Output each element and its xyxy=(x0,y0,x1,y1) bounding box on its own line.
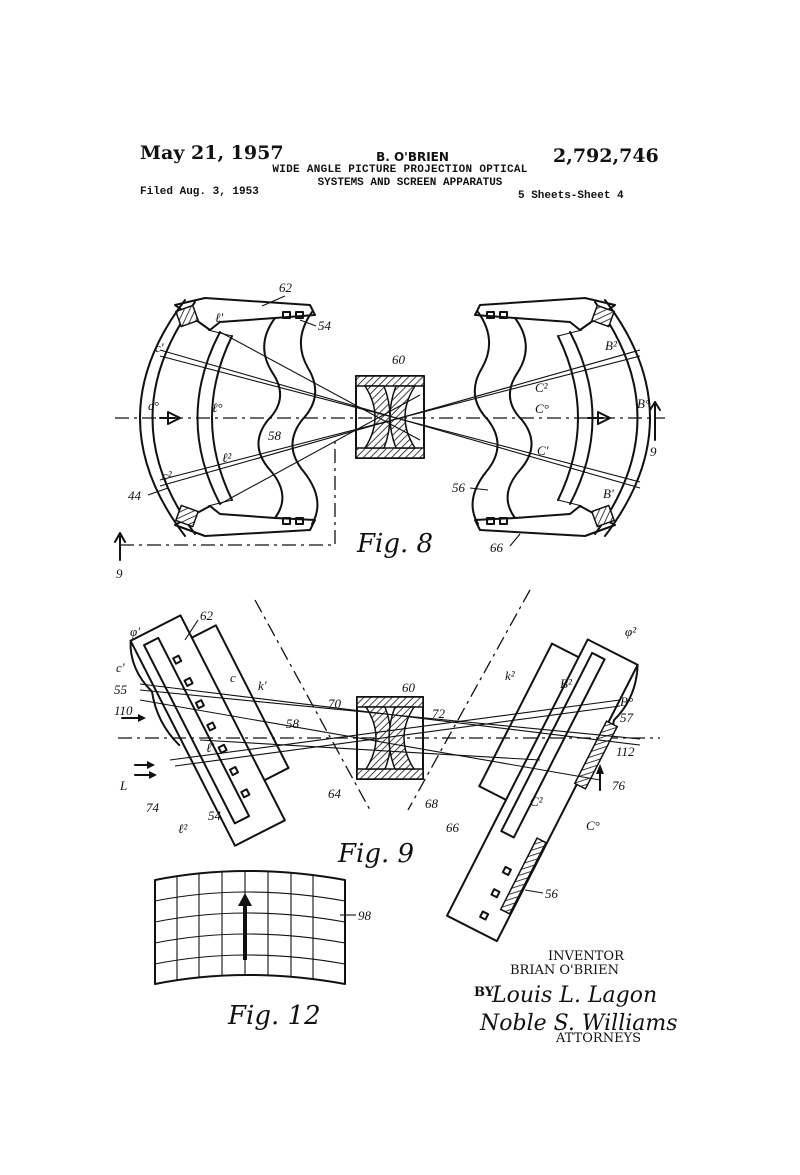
label-70: 70 xyxy=(328,696,342,711)
label-phi2: φ² xyxy=(625,624,637,639)
label-c-fig9: c xyxy=(230,670,236,685)
film-strip-right xyxy=(446,638,639,943)
label-72: 72 xyxy=(432,706,446,721)
label-c2: c² xyxy=(162,468,173,483)
label-62-fig9: 62 xyxy=(200,608,214,623)
label-56: 56 xyxy=(452,480,466,495)
label-60: 60 xyxy=(392,352,406,367)
label-98: 98 xyxy=(358,908,372,923)
label-B2: B² xyxy=(605,338,618,353)
film-edge-left-b xyxy=(291,311,319,525)
fig9-caption: Fig. 9 xyxy=(337,839,414,869)
label-58: 58 xyxy=(268,428,282,443)
label-B0-fig9: B° xyxy=(620,694,633,709)
label-58-fig9: 58 xyxy=(286,716,300,731)
label-l1-fig9: ℓ' xyxy=(206,740,214,755)
patent-title-line-1: WIDE ANGLE PICTURE PROJECTION OPTICAL xyxy=(272,164,528,176)
label-c1: c' xyxy=(155,340,164,355)
label-section-9-right: 9 xyxy=(650,444,657,459)
label-66-fig9: 66 xyxy=(446,820,460,835)
label-64: 64 xyxy=(328,786,342,801)
label-B2-fig9: B² xyxy=(560,676,573,691)
attorneys-label: ATTORNEYS xyxy=(555,1031,641,1046)
patent-date: May 21, 1957 xyxy=(140,142,284,164)
screen-grid-outline xyxy=(154,870,346,985)
label-C2-fig9: C² xyxy=(530,794,544,809)
label-l1: ℓ' xyxy=(215,310,223,325)
label-C0-fig9: C° xyxy=(586,818,600,833)
label-112: 112 xyxy=(616,744,635,759)
label-phi1: φ' xyxy=(130,624,140,639)
signature-block: INVENTOR BRIAN O'BRIEN BY Louis L. Lagon… xyxy=(474,949,678,1046)
label-l2: ℓ² xyxy=(222,450,232,465)
label-L: L xyxy=(119,778,127,793)
inventor-name: BRIAN O'BRIEN xyxy=(510,963,619,978)
label-c0: c° xyxy=(148,398,159,413)
film-edge-right-b xyxy=(471,311,499,525)
filing-date: Filed Aug. 3, 1953 xyxy=(140,186,259,198)
label-55: 55 xyxy=(114,682,128,697)
attorney-signature-1: Louis L. Lagon xyxy=(491,983,657,1008)
label-60-fig9: 60 xyxy=(402,680,416,695)
figure-8: 62 54 60 58 44 56 66 c' c° c² ℓ' ℓ° ℓ² B… xyxy=(114,280,665,581)
label-54-fig9: 54 xyxy=(208,808,222,823)
label-57: 57 xyxy=(620,710,634,725)
label-C1: C' xyxy=(537,443,549,458)
label-68: 68 xyxy=(425,796,439,811)
label-C2: C² xyxy=(535,380,549,395)
label-66: 66 xyxy=(490,540,504,555)
label-54: 54 xyxy=(318,318,332,333)
by-label: BY xyxy=(474,985,495,1000)
label-44: 44 xyxy=(128,488,142,503)
label-c1-fig9: c' xyxy=(116,660,125,675)
label-B1: B' xyxy=(603,486,614,501)
patent-number: 2,792,746 xyxy=(553,145,659,167)
label-l2-fig9: ℓ² xyxy=(178,821,188,836)
attorney-signature-2: Noble S. Williams xyxy=(479,1011,678,1036)
label-56-fig9: 56 xyxy=(545,886,559,901)
label-74: 74 xyxy=(146,800,160,815)
label-k1: k' xyxy=(258,678,267,693)
film-edge-right-a xyxy=(506,317,533,519)
inventor-heading: INVENTOR xyxy=(548,949,625,964)
figure-12: 98 Fig. 12 xyxy=(154,870,372,1031)
label-110: 110 xyxy=(114,703,133,718)
label-B0: B° xyxy=(637,396,650,411)
label-section-9-left: 9 xyxy=(116,566,123,581)
screen-arc-left-outer xyxy=(139,299,186,537)
fig8-caption: Fig. 8 xyxy=(356,529,433,559)
label-l0: ℓ° xyxy=(212,400,223,415)
label-k2: k² xyxy=(505,668,516,683)
sheet-count: 5 Sheets-Sheet 4 xyxy=(518,190,624,202)
label-62: 62 xyxy=(279,280,293,295)
fig12-caption: Fig. 12 xyxy=(227,1001,321,1031)
inventor-header: B. O'BRIEN xyxy=(376,150,449,164)
figure-9: φ' 62 φ² 60 k' k² c' 55 110 70 72 58 c L… xyxy=(114,589,660,943)
patent-title-line-2: SYSTEMS AND SCREEN APPARATUS xyxy=(317,177,503,189)
screen-arc-right-outer xyxy=(604,299,651,537)
label-76: 76 xyxy=(612,778,626,793)
label-C0: C° xyxy=(535,401,549,416)
